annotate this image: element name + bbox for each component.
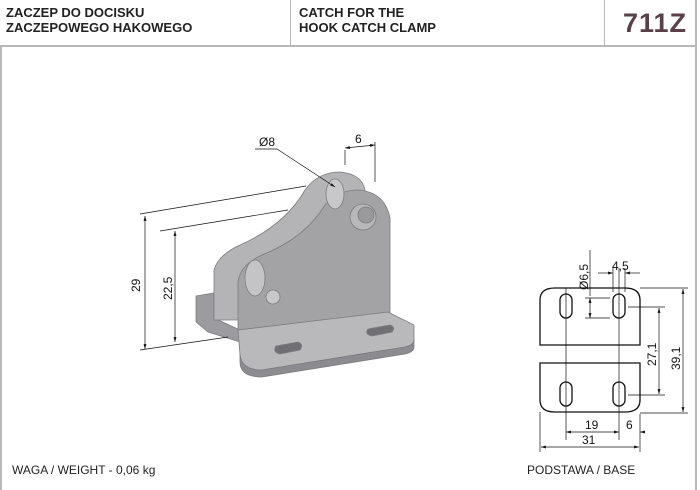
title-polish: ZACZEP DO DOCISKU ZACZEPOWEGO HAKOWEGO [0,0,291,45]
product-code: 711Z [622,8,687,38]
weight-label: WAGA / WEIGHT - 0,06 kg [12,463,156,477]
iso-dimensions [139,142,376,351]
dim-total-width: 31 [582,433,596,447]
frame-left-border [0,45,2,490]
dim-inner-spacing: 27,1 [645,342,659,366]
dim-slot-width: 4,5 [612,259,629,273]
product-code-cell: 711Z [605,0,697,45]
catch-part-3d [195,171,415,378]
title-pl-line2: ZACZEPOWEGO HAKOWEGO [6,20,193,35]
dim-width: 6 [355,132,362,146]
dim-outer-height: 39,1 [669,346,683,370]
title-en-line2: HOOK CATCH CLAMP [299,20,436,35]
dim-hole-spacing: 19 [585,418,599,432]
title-english: CATCH FOR THE HOOK CATCH CLAMP [291,0,605,45]
title-pl-line1: ZACZEP DO DOCISKU [6,5,145,20]
dim-height-total: 29 [129,278,143,292]
base-view-label: PODSTAWA / BASE [527,463,636,477]
dim-height-pin: 22,5 [161,276,175,300]
dim-edge-offset: 6 [626,418,633,432]
base-dimensions [539,250,688,452]
dim-pin-diameter: Ø8 [259,135,275,149]
dim-hole-diameter: Ø6,5 [577,264,591,290]
title-en-line1: CATCH FOR THE [299,5,405,20]
title-block: ZACZEP DO DOCISKU ZACZEPOWEGO HAKOWEGO C… [0,0,697,47]
